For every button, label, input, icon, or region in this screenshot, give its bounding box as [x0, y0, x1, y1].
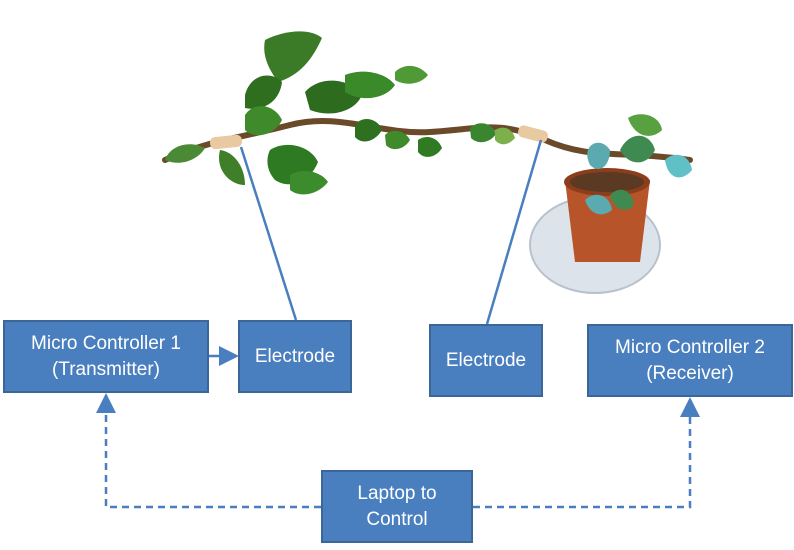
electrode-2-label: Electrode	[445, 349, 527, 371]
electrode-2-box: Electrode	[429, 324, 543, 397]
potted-plant	[529, 114, 692, 294]
micro-controller-2-role: (Receiver)	[646, 362, 734, 384]
micro-controller-2-box: Micro Controller 2 (Receiver)	[587, 324, 793, 397]
leaf-cluster-left	[165, 31, 428, 195]
micro-controller-1-role: (Transmitter)	[51, 358, 161, 380]
dashed-arrow-laptop-to-mc1	[96, 393, 321, 509]
connector-electrode2-to-plant	[485, 139, 543, 325]
laptop-label-line2: Control	[366, 508, 428, 530]
electrode-1-box: Electrode	[238, 320, 352, 393]
electrode-clip-left	[209, 134, 243, 150]
electrode-1-label: Electrode	[254, 345, 336, 367]
electrode-clip-right	[518, 125, 548, 143]
dashed-arrow-laptop-to-mc2	[473, 397, 700, 509]
micro-controller-1-title: Micro Controller 1	[31, 332, 181, 354]
laptop-control-box: Laptop to Control	[321, 470, 473, 543]
connector-electrode1-to-plant	[239, 146, 298, 321]
micro-controller-1-box: Micro Controller 1 (Transmitter)	[3, 320, 209, 393]
laptop-label-line1: Laptop to	[357, 482, 437, 504]
micro-controller-2-title: Micro Controller 2	[615, 336, 765, 358]
leaf-cluster-middle	[385, 123, 515, 157]
